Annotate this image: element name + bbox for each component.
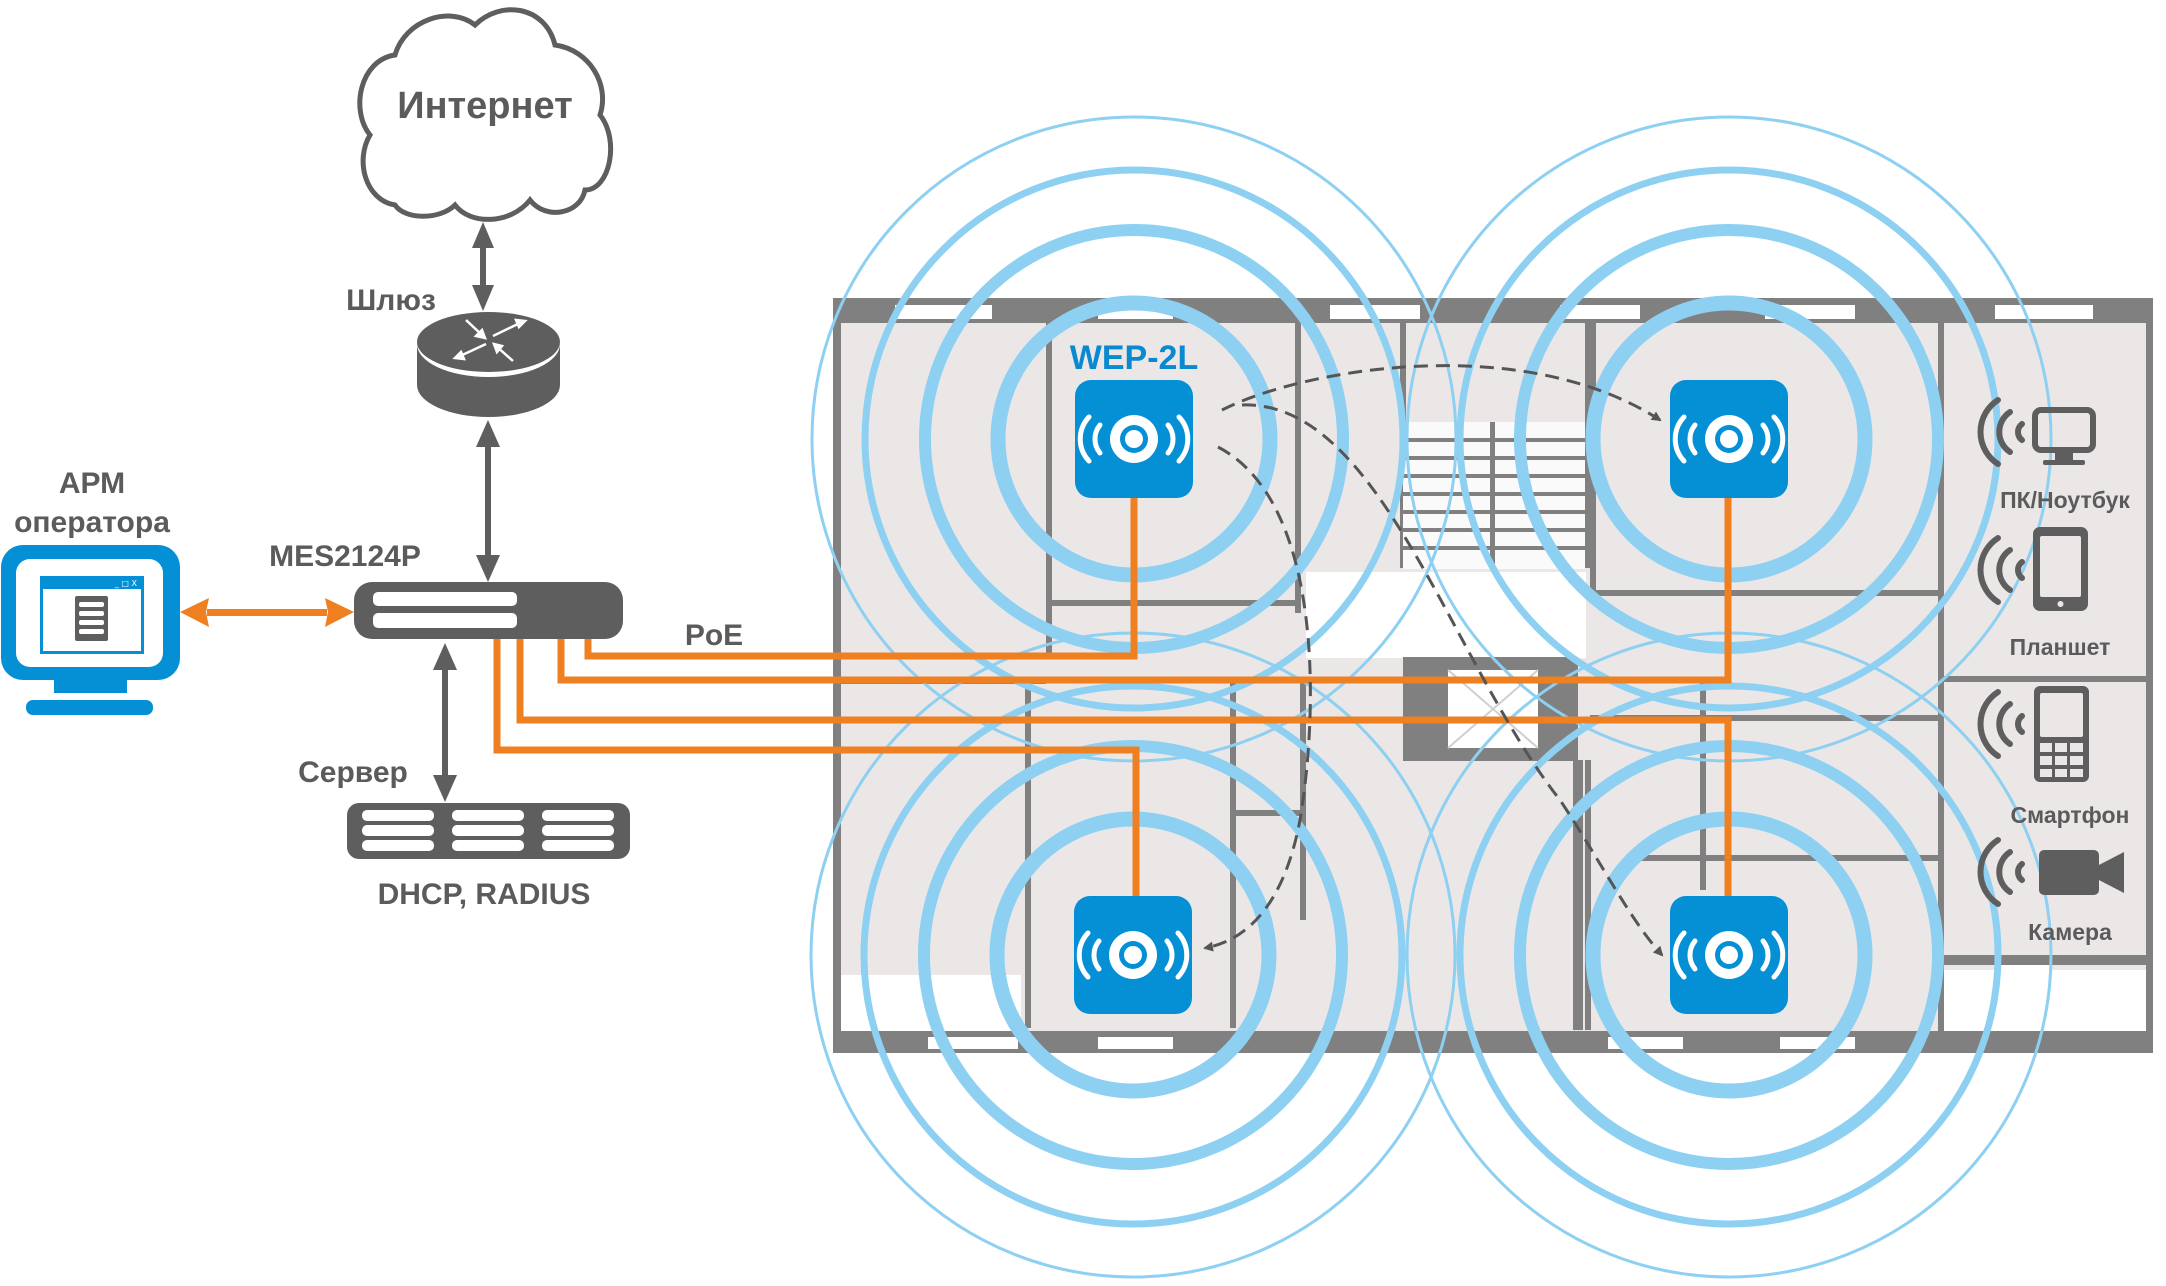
internet-cloud[interactable]: Интернет (357, 7, 614, 222)
client-camera[interactable]: Камера (1980, 840, 2124, 945)
poe-cable-ap2 (557, 498, 1732, 684)
access-point-3[interactable] (1074, 896, 1192, 1014)
wall (1046, 323, 1052, 653)
switch-mes2124p[interactable]: MES2124P (269, 540, 623, 639)
coverage-ring-ap1-2 (861, 166, 1407, 712)
internet-label: Интернет (397, 85, 572, 127)
wall (1590, 590, 1940, 596)
roaming-path-ap1-ap2 (1221, 364, 1662, 422)
coverage-ring-ap3-2 (860, 682, 1406, 1228)
cloud-icon (357, 7, 614, 222)
operator-label-line1: АРМ (59, 467, 125, 500)
operator-switch-link (180, 598, 354, 627)
coverage-ring-ap3-3 (918, 740, 1348, 1170)
poe-cable-ap4 (516, 639, 1732, 896)
window-controls: _ □ X (114, 579, 138, 588)
access-point-1[interactable] (1075, 380, 1193, 498)
poe-label: PoE (685, 619, 743, 652)
wall (1640, 855, 1940, 861)
client-pc[interactable]: ПК/Ноутбук (1980, 400, 2130, 513)
roaming-path-ap1-ap3 (1203, 445, 1312, 952)
corridor (1306, 572, 1586, 658)
gateway-label: Шлюз (346, 284, 436, 317)
gray-links (433, 222, 500, 802)
tablet-icon (2033, 527, 2088, 611)
poe-cable-ap1 (584, 498, 1138, 660)
access-point-icon (1670, 380, 1788, 498)
poe-cable-ap3 (493, 639, 1140, 896)
roaming-path-ap1-ap4 (1241, 403, 1664, 957)
access-point-icon (1670, 896, 1788, 1014)
gateway-router[interactable]: Шлюз (346, 284, 560, 417)
client-devices: ПК/Ноутбук Планшет Смартфон (1980, 400, 2130, 945)
wall (1585, 760, 1591, 1030)
monitor-icon: _ □ X (1, 545, 180, 715)
client-label: ПК/Ноутбук (2000, 487, 2130, 513)
server-services-label: DHCP, RADIUS (378, 878, 591, 911)
window (1098, 1037, 1173, 1049)
access-point-icon (1074, 896, 1192, 1014)
video-camera-icon (2039, 850, 2124, 895)
poe-cables (493, 498, 1732, 896)
switch-label: MES2124P (269, 540, 421, 573)
coverage-ring-ap4-2 (1456, 682, 2002, 1228)
smartphone-icon (2034, 686, 2089, 782)
floor-plan (833, 298, 2153, 1053)
wall (1230, 810, 1305, 816)
client-label: Планшет (2010, 634, 2111, 660)
operator-label-line2: оператора (14, 506, 170, 539)
client-label: Камера (2028, 919, 2112, 945)
switch-icon (354, 582, 623, 639)
wall (1938, 955, 2153, 965)
access-point-2[interactable] (1670, 380, 1788, 498)
client-label: Смартфон (2011, 802, 2130, 828)
operator-workstation[interactable]: АРМ оператора _ □ X (1, 467, 180, 715)
wall (1573, 760, 1583, 1030)
ap-model-label: WEP-2L (1070, 339, 1198, 377)
wall (1025, 678, 1031, 1028)
window (1995, 305, 2093, 319)
server-icon (347, 803, 630, 859)
wall (1295, 323, 1301, 613)
wall (1938, 676, 2153, 682)
client-tablet[interactable]: Планшет (1980, 527, 2110, 660)
desktop-monitor-icon (2032, 407, 2096, 465)
roaming-paths (1203, 364, 1664, 957)
window (1560, 305, 1640, 319)
wall (1590, 715, 1940, 721)
server-label: Сервер (298, 756, 408, 789)
server[interactable]: Сервер DHCP, RADIUS (298, 756, 630, 911)
access-point-4[interactable] (1670, 896, 1788, 1014)
wall (1700, 680, 1706, 890)
staircase (1403, 422, 1585, 569)
access-point-icon (1075, 380, 1193, 498)
router-icon (417, 311, 560, 417)
wall (1046, 600, 1296, 606)
client-smartphone[interactable]: Смартфон (1980, 686, 2129, 828)
